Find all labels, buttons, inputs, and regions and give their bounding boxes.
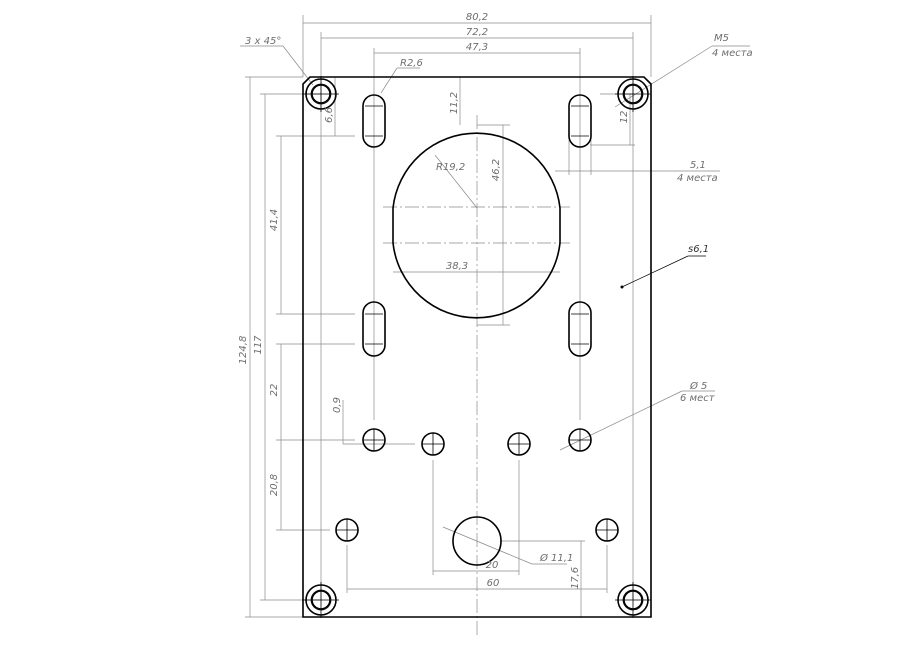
dim-corner-to-slot: 12: [619, 111, 630, 124]
cutout-radius-label: R19,2: [436, 162, 465, 173]
dim-corner-spacing-y: 117: [253, 335, 264, 355]
thread-label: M5: [714, 33, 729, 44]
big-hole-dia-label: Ø 11,1: [539, 552, 573, 564]
dim-cutout-height: 46,2: [491, 159, 502, 181]
slots: [362, 94, 592, 357]
thread-qty: 4 места: [712, 48, 753, 59]
center-lines: [383, 115, 570, 635]
dim-overall-height: 124,8: [238, 336, 249, 365]
thickness-dot: [620, 285, 624, 289]
dim-slot-to-holes: 22: [269, 384, 280, 397]
hole: [507, 432, 531, 456]
hole: [421, 432, 445, 456]
dim-corner-spacing-x: 72,2: [466, 27, 488, 38]
corner-holes: [303, 76, 651, 618]
dim-slot-offset: 6,6: [324, 107, 335, 123]
thickness-label: s6,1: [688, 244, 709, 255]
dim-overall-width: 80,2: [466, 12, 488, 23]
hole: [362, 428, 386, 452]
slot-qty: 4 места: [677, 173, 718, 184]
slot: [568, 94, 592, 148]
dim-cutout-offset: 11,2: [449, 92, 460, 114]
corner-hole: [303, 76, 339, 112]
dim-hole-rows: 20,8: [269, 474, 280, 496]
slot-radius-label: R2,6: [400, 58, 423, 69]
mounting-holes: [335, 428, 619, 566]
corner-hole: [303, 582, 339, 618]
slot: [362, 301, 386, 357]
dim-hole-offset: 0,9: [332, 397, 343, 413]
dim-cutout-width: 38,3: [446, 261, 468, 272]
hole: [335, 518, 359, 542]
central-cutout: [392, 132, 561, 319]
slot: [568, 301, 592, 357]
corner-hole: [615, 582, 651, 618]
chamfer-label: 3 x 45°: [245, 36, 281, 47]
dim-slot-spacing-y: 41,4: [269, 209, 280, 231]
hole-qty: 6 мест: [680, 393, 716, 404]
slot: [362, 94, 386, 148]
hole-dia-label: Ø 5: [689, 380, 707, 392]
dim-big-hole-offset: 17,6: [570, 567, 581, 589]
dim-outer-holes: 60: [487, 578, 500, 589]
hole: [568, 428, 592, 452]
dimension-texts: 80,2 72,2 47,3 124,8 117 41,4 22 20,8 6,…: [238, 12, 753, 589]
hole: [595, 518, 619, 542]
big-hole: [452, 516, 502, 566]
dim-inner-holes: 20: [486, 560, 499, 571]
slot-width-label: 5,1: [690, 160, 706, 171]
plate-outline: [302, 76, 652, 618]
dim-slot-spacing-x: 47,3: [466, 42, 488, 53]
corner-hole: [615, 76, 651, 112]
thickness-leader-line: [621, 255, 689, 288]
